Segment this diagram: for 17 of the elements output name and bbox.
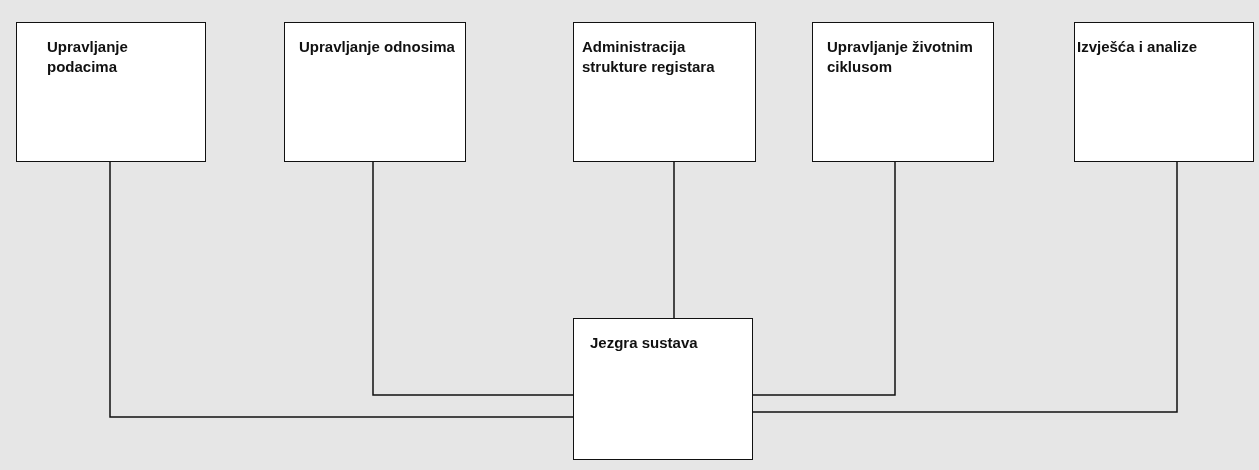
module-label: Administracija strukture registara <box>582 37 716 76</box>
module-box <box>16 22 206 162</box>
connector-line <box>109 161 574 418</box>
connector-line <box>673 161 675 319</box>
connector-line <box>752 161 1178 413</box>
module-label: Jezgra sustava <box>590 333 699 353</box>
module-label: Upravljanje životnim ciklusom <box>827 37 974 76</box>
module-box <box>573 22 756 162</box>
module-label: Upravljanje podacima <box>47 37 129 76</box>
module-box <box>573 318 753 460</box>
module-box <box>284 22 466 162</box>
connector-line <box>752 161 896 396</box>
connector-line <box>372 161 574 396</box>
module-label: Izvješća i analize <box>1077 37 1199 57</box>
module-label: Upravljanje odnosima <box>299 37 456 57</box>
module-box <box>1074 22 1254 162</box>
module-box <box>812 22 994 162</box>
